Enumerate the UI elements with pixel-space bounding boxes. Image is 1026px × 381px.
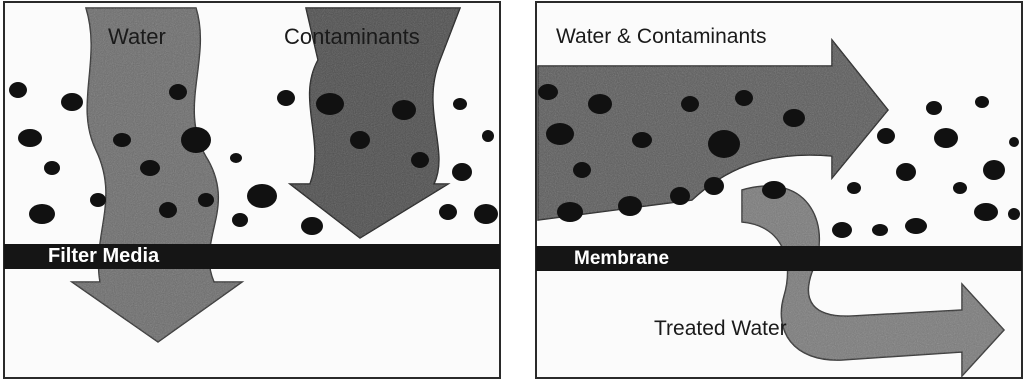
particle — [29, 204, 55, 224]
particle — [934, 128, 958, 148]
particle — [169, 84, 187, 100]
particle — [482, 130, 494, 142]
particle — [538, 84, 558, 100]
particle — [905, 218, 927, 234]
particle — [762, 181, 786, 199]
water-label: Water — [108, 26, 166, 48]
particle — [546, 123, 574, 145]
particle — [573, 162, 591, 178]
particle — [983, 160, 1005, 180]
membrane-label: Membrane — [574, 249, 669, 268]
particle — [877, 128, 895, 144]
particle — [872, 224, 888, 236]
particle — [735, 90, 753, 106]
filtration-diagram — [0, 0, 512, 381]
particle — [975, 96, 989, 108]
particle — [392, 100, 416, 120]
particle — [90, 193, 106, 207]
particle — [44, 161, 60, 175]
particle — [113, 133, 131, 147]
particle — [247, 184, 277, 208]
particle — [557, 202, 583, 222]
particle — [708, 130, 740, 158]
particle — [159, 202, 177, 218]
particle — [1008, 208, 1020, 220]
particle — [588, 94, 612, 114]
particle — [618, 196, 642, 216]
particle — [974, 203, 998, 221]
particle — [350, 131, 370, 149]
particle — [847, 182, 861, 194]
particle — [452, 163, 472, 181]
particle — [411, 152, 429, 168]
particle — [670, 187, 690, 205]
inflow-label: Water & Contaminants — [556, 26, 766, 47]
treated-water-label: Treated Water — [654, 318, 787, 339]
particle — [9, 82, 27, 98]
particle — [18, 129, 42, 147]
particle — [232, 213, 248, 227]
filter-media-label: Filter Media — [48, 246, 159, 266]
contaminants-label: Contaminants — [284, 26, 420, 48]
particle — [301, 217, 323, 235]
particle — [681, 96, 699, 112]
particle — [277, 90, 295, 106]
particle — [474, 204, 498, 224]
particle — [140, 160, 160, 176]
particle — [61, 93, 83, 111]
membrane-panel: Water & Contaminants Membrane Treated Wa… — [512, 0, 1026, 381]
particle — [453, 98, 467, 110]
particle — [1009, 137, 1019, 147]
particle — [896, 163, 916, 181]
particle — [230, 153, 242, 163]
filtration-panel: Water Contaminants Filter Media — [0, 0, 512, 381]
particle — [704, 177, 724, 195]
particle — [198, 193, 214, 207]
particle — [439, 204, 457, 220]
particle — [632, 132, 652, 148]
particle — [926, 101, 942, 115]
particle — [181, 127, 211, 153]
particle — [316, 93, 344, 115]
particle — [783, 109, 805, 127]
particle — [832, 222, 852, 238]
particle — [953, 182, 967, 194]
